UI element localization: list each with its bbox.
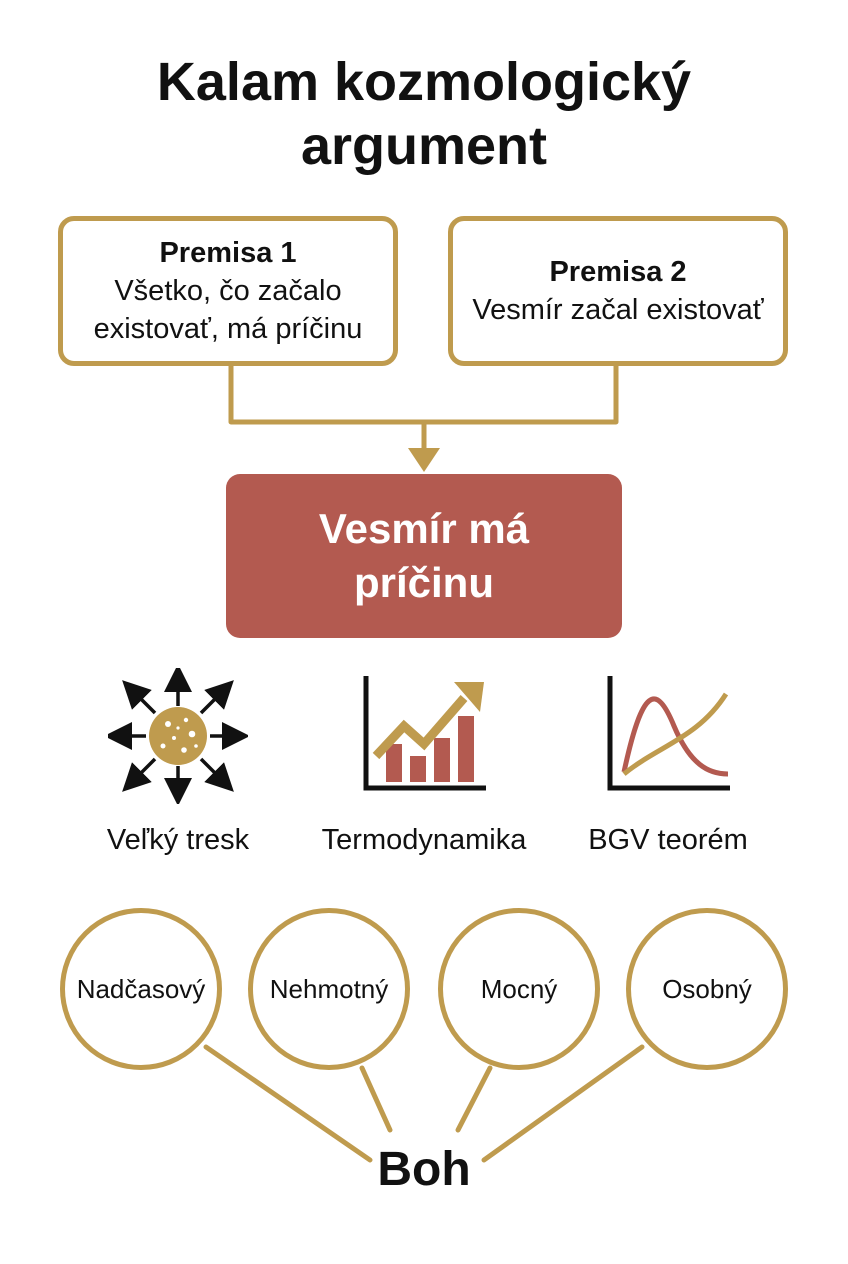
connector-nadcasovy	[203, 1044, 373, 1163]
premise-1-box: Premisa 1 Všetko, čo začalo existovať, m…	[58, 216, 398, 366]
god-label: Boh	[377, 1143, 471, 1196]
evidence-big-bang-label: Veľký tresk	[106, 824, 250, 856]
conclusion-box: Vesmír má príčinu	[226, 474, 622, 638]
big-bang-explosion-icon	[108, 668, 248, 804]
connector-mocny	[455, 1065, 493, 1133]
premise-1-text: Všetko, čo začalo existovať, má príčinu	[93, 275, 363, 345]
premise-2-title: Premisa 2	[549, 256, 687, 288]
evidence-big-bang: Veľký tresk	[48, 668, 308, 858]
evidence-thermodynamics: Termodynamika	[294, 668, 554, 858]
evidence-thermodynamics-label: Termodynamika	[321, 824, 527, 856]
connector-osobny	[481, 1044, 645, 1163]
evidence-bgv-theorem-label: BGV teorém	[588, 824, 748, 856]
premise-2-box: Premisa 2 Vesmír začal existovať	[448, 216, 788, 366]
page-title: Kalam kozmologický argument	[0, 50, 848, 178]
attribute-circle-nehmotny: Nehmotný	[248, 908, 410, 1070]
premise-connector	[228, 366, 619, 425]
attribute-circle-nadcasovy: Nadčasový	[60, 908, 222, 1070]
arrow-down-icon	[408, 448, 440, 472]
evidence-bgv-theorem: BGV teorém	[538, 668, 798, 858]
attribute-circle-mocny: Mocný	[438, 908, 600, 1070]
title-line-2: argument	[300, 116, 548, 176]
rising-bar-chart-icon	[363, 676, 486, 791]
premise-1-title: Premisa 1	[159, 237, 297, 269]
curve-graph-icon	[607, 676, 730, 791]
connector-nehmotny	[359, 1065, 393, 1133]
title-line-1: Kalam kozmologický	[156, 52, 692, 112]
attribute-circle-osobny: Osobný	[626, 908, 788, 1070]
premise-2-text: Vesmír začal existovať	[472, 294, 764, 326]
